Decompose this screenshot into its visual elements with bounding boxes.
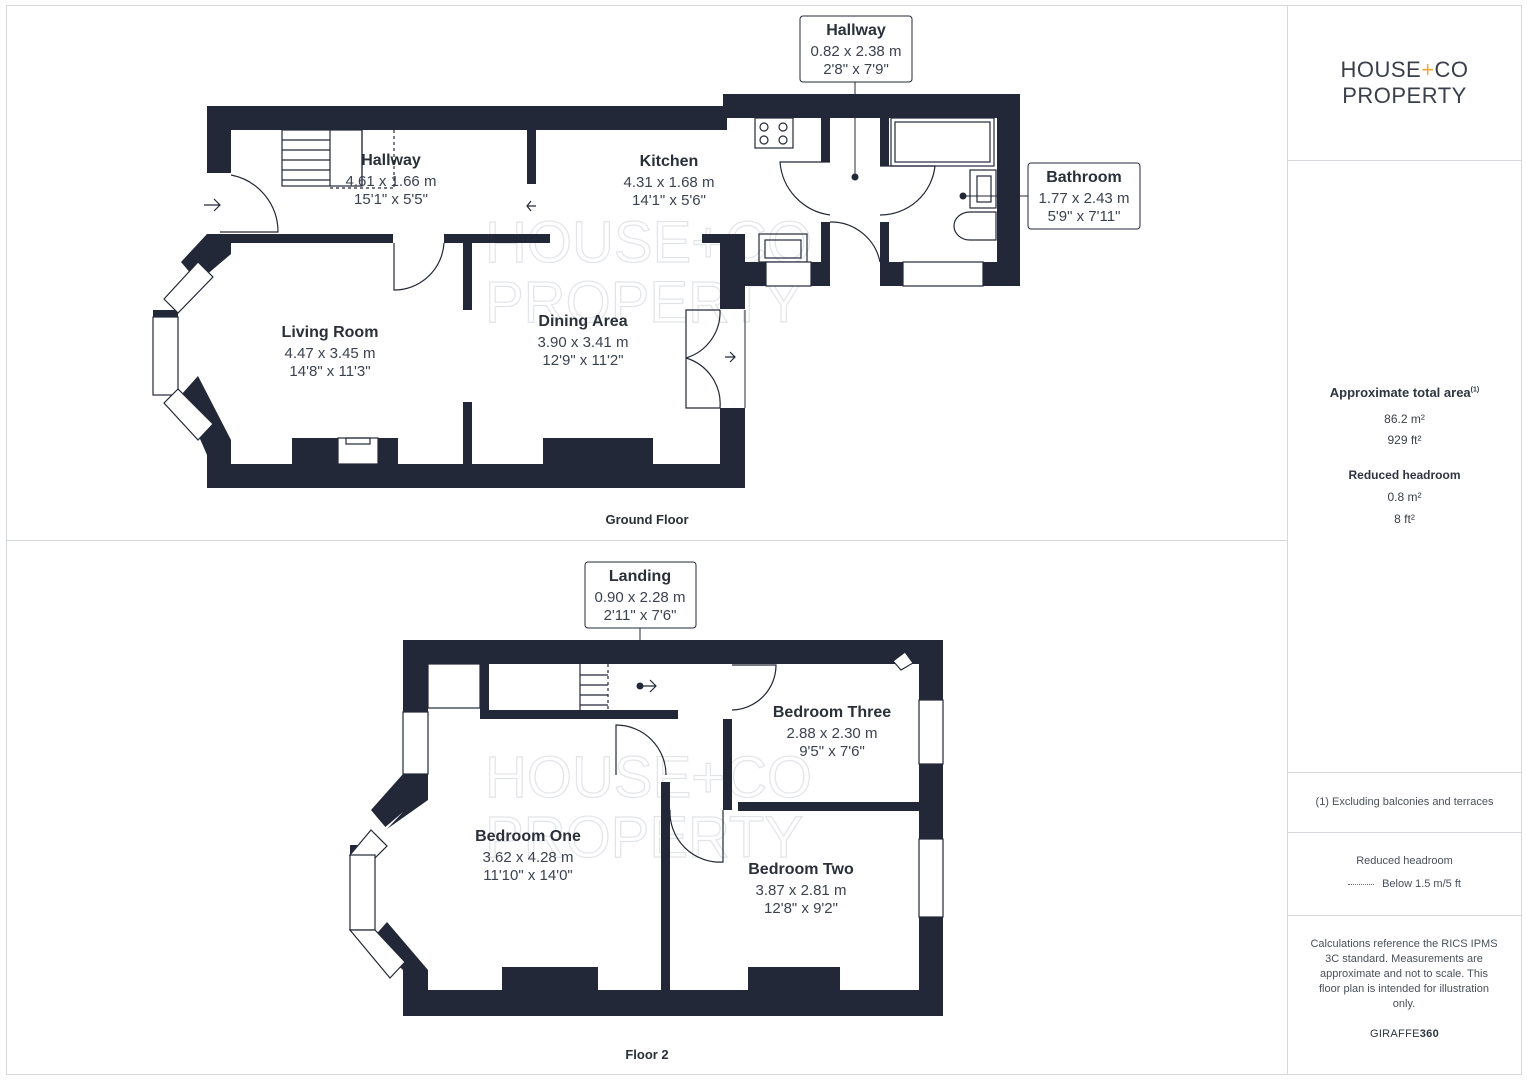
floor-2-markers — [636, 628, 644, 690]
room-metric: 3.62 x 4.28 m — [483, 849, 574, 866]
legend-title: Reduced headroom — [1356, 855, 1453, 867]
reduced-headroom-m2: 0.8 m² — [1387, 490, 1422, 504]
room-imperial: 2'8" x 7'9" — [823, 61, 889, 78]
room-label-dining-area: Dining Area 3.90 x 3.41 m 12'9" x 11'2" — [538, 313, 629, 369]
room-name: Hallway — [826, 22, 886, 39]
footnote-marker: (1) — [1470, 386, 1480, 394]
sidebar-divider — [1287, 772, 1522, 773]
reduced-headroom-ft2: 8 ft² — [1394, 512, 1415, 526]
room-metric: 4.47 x 3.45 m — [285, 345, 376, 362]
floor-label-2: Floor 2 — [625, 1047, 668, 1062]
entry-arrow-icon — [204, 198, 736, 363]
room-metric: 0.90 x 2.28 m — [595, 589, 686, 606]
room-name: Hallway — [361, 152, 421, 169]
total-area-ft2: 929 ft² — [1387, 433, 1422, 447]
room-name: Bathroom — [1046, 169, 1122, 186]
room-imperial: 14'1" x 5'6" — [632, 192, 706, 209]
room-name: Bedroom Two — [748, 861, 854, 878]
credit-b: 360 — [1419, 1028, 1440, 1040]
disclaimer-text: Calculations reference the RICS IPMS 3C … — [1310, 938, 1498, 1010]
room-label-hallway-main: Hallway 4.61 x 1.66 m 15'1" x 5'5" — [346, 152, 437, 208]
reduced-headroom-title: Reduced headroom — [1348, 468, 1461, 482]
room-imperial: 12'9" x 11'2" — [542, 352, 623, 369]
room-name: Dining Area — [538, 313, 627, 330]
room-name: Living Room — [282, 324, 379, 341]
floor-divider — [6, 540, 1288, 541]
room-label-kitchen: Kitchen 4.31 x 1.68 m 14'1" x 5'6" — [624, 153, 715, 209]
watermark-line1: HOUSE+CO — [485, 745, 812, 810]
footnote-text: (1) Excluding balconies and terraces — [1315, 796, 1494, 808]
floor-2-fixtures — [348, 651, 944, 979]
credit-a: GIRAFFE — [1369, 1028, 1420, 1040]
total-area-title: Approximate total area(1) — [1288, 385, 1521, 400]
room-label-bedroom-two: Bedroom Two 3.87 x 2.81 m 12'8" x 9'2" — [748, 861, 854, 917]
dotted-line-icon — [1348, 883, 1375, 885]
room-imperial: 12'8" x 9'2" — [764, 900, 838, 917]
room-label-bedroom-one: Bedroom One 3.62 x 4.28 m 11'10" x 14'0" — [475, 828, 581, 884]
ground-floor-markers — [851, 82, 1028, 200]
room-metric: 4.61 x 1.66 m — [346, 173, 437, 190]
room-name: Bedroom Three — [773, 704, 891, 721]
sidebar-divider — [1287, 915, 1522, 916]
brand-logo: HOUSE+CO PROPERTY — [1288, 57, 1521, 109]
brand-line2: PROPERTY — [1342, 83, 1467, 108]
room-metric: 1.77 x 2.43 m — [1039, 190, 1130, 207]
callout-hallway-rear: Hallway 0.82 x 2.38 m 2'8" x 7'9" — [799, 15, 913, 83]
room-imperial: 9'5" x 7'6" — [799, 743, 865, 760]
brand-plus: + — [1421, 57, 1435, 82]
room-imperial: 2'11" x 7'6" — [604, 607, 677, 624]
total-area-m2: 86.2 m² — [1384, 412, 1425, 426]
room-metric: 4.31 x 1.68 m — [624, 174, 715, 191]
room-imperial: 15'1" x 5'5" — [354, 191, 428, 208]
callout-bathroom: Bathroom 1.77 x 2.43 m 5'9" x 7'11" — [1027, 162, 1141, 230]
ground-floor-fixtures — [152, 117, 997, 465]
room-name: Bedroom One — [475, 828, 581, 845]
legend-item-label: Below 1.5 m/5 ft — [1382, 878, 1461, 890]
room-imperial: 14'8" x 11'3" — [289, 363, 370, 380]
sidebar-divider — [1287, 832, 1522, 833]
brand-line1-b: CO — [1434, 57, 1469, 82]
room-metric: 3.90 x 3.41 m — [538, 334, 629, 351]
room-label-bedroom-three: Bedroom Three 2.88 x 2.30 m 9'5" x 7'6" — [773, 704, 891, 760]
brand-line1-a: HOUSE — [1340, 57, 1422, 82]
room-metric: 0.82 x 2.38 m — [811, 43, 902, 60]
sidebar-divider — [1287, 160, 1522, 161]
floor-label-ground: Ground Floor — [605, 512, 688, 527]
watermark: HOUSE+CO PROPERTY HOUSE+CO PROPERTY — [484, 209, 812, 870]
room-name: Landing — [609, 568, 671, 585]
credit-logo: GIRAFFE360 — [1288, 1028, 1521, 1040]
room-imperial: 5'9" x 7'11" — [1048, 208, 1121, 225]
room-metric: 3.87 x 2.81 m — [756, 882, 847, 899]
room-metric: 2.88 x 2.30 m — [787, 725, 878, 742]
total-area-label: Approximate total area — [1329, 385, 1471, 400]
callout-landing: Landing 0.90 x 2.28 m 2'11" x 7'6" — [584, 561, 697, 629]
watermark-line2: PROPERTY — [485, 805, 803, 870]
room-name: Kitchen — [640, 153, 699, 170]
legend-item: Below 1.5 m/5 ft — [1288, 877, 1521, 892]
room-imperial: 11'10" x 14'0" — [483, 867, 573, 884]
floor-2-plan — [350, 640, 943, 1016]
room-label-living-room: Living Room 4.47 x 3.45 m 14'8" x 11'3" — [282, 324, 379, 380]
